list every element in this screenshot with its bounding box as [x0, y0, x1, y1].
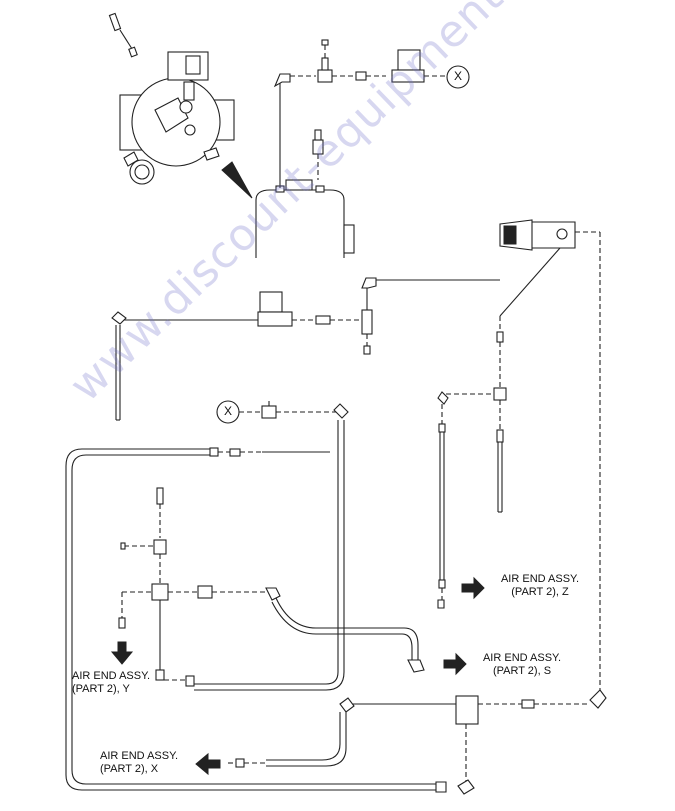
callout-z-line1: AIR END ASSY. [500, 573, 580, 585]
top-line [273, 39, 470, 188]
callout-y-line2: (PART 2), Y [72, 683, 130, 695]
arrow-z [461, 576, 485, 600]
connector-x-mid-label: X [223, 404, 232, 418]
connector-x-top [446, 65, 470, 89]
lower-manifold [65, 398, 607, 795]
pump-assembly [108, 12, 253, 199]
arrow-y [110, 641, 134, 665]
callout-s-line1: AIR END ASSY. [482, 652, 562, 664]
callout-s-line2: (PART 2), S [492, 665, 552, 677]
arrow-s [443, 652, 467, 676]
callout-z-line2: (PART 2), Z [511, 586, 569, 598]
callout-z: AIR END ASSY. (PART 2), Z [490, 573, 590, 599]
callout-x-line1: AIR END ASSY. [100, 750, 179, 762]
callout-s: AIR END ASSY. (PART 2), S [472, 652, 572, 678]
right-valve [437, 219, 601, 690]
callout-y-line1: AIR END ASSY. [72, 670, 151, 682]
arrow-x [195, 752, 221, 776]
callout-x: AIR END ASSY. (PART 2), X [100, 750, 200, 776]
receiver-tank [255, 179, 355, 258]
connector-x-top-label: X [453, 69, 462, 83]
middle-line [111, 277, 500, 421]
callout-y: AIR END ASSY. (PART 2), Y [72, 670, 172, 696]
callout-x-line2: (PART 2), X [100, 763, 159, 775]
